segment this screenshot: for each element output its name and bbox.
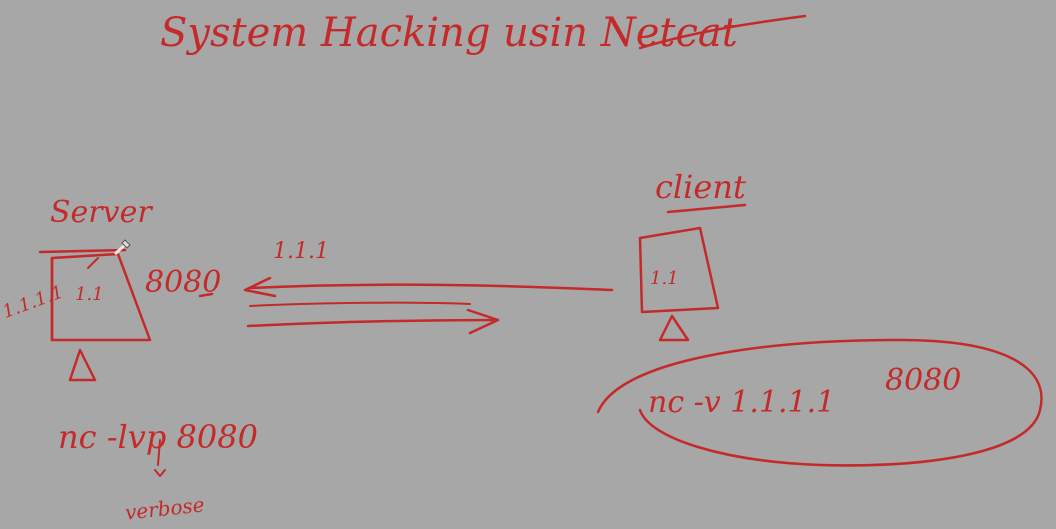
client-underline <box>666 203 747 214</box>
verbose-pointer <box>157 439 161 466</box>
response-arrowhead <box>243 276 277 298</box>
server-verbose-note: verbose <box>124 492 206 524</box>
arrow-label: 1.1.1 <box>273 239 329 264</box>
client-inside-ip: 1.1 <box>650 268 679 289</box>
server-screen-mark <box>87 257 99 269</box>
server-label: Server <box>50 195 153 230</box>
response-arrow-line <box>248 283 614 292</box>
verbose-pointer-tip <box>154 469 166 477</box>
middle-arrow-line <box>249 301 471 307</box>
pen-tip-icon <box>121 239 131 249</box>
server-inside-ip: 1.1 <box>75 284 104 305</box>
request-arrow-line <box>246 318 500 328</box>
client-port: 8080 <box>885 363 961 398</box>
server-command: nc -lvp 8080 <box>58 418 258 456</box>
client-command: nc -v 1.1.1.1 <box>648 385 835 420</box>
server-stand <box>68 348 97 382</box>
client-command-ellipse <box>596 338 1043 467</box>
server-port-tick <box>198 292 214 298</box>
client-monitor <box>638 226 720 314</box>
title-flourish <box>638 14 807 50</box>
request-arrowhead <box>466 308 500 335</box>
server-left-ip: 1.1.1.1 <box>0 282 66 323</box>
server-underline <box>38 248 127 254</box>
client-label: client <box>655 168 746 206</box>
client-stand <box>658 314 690 342</box>
diagram-title: System Hacking usin Netcat <box>160 10 739 56</box>
